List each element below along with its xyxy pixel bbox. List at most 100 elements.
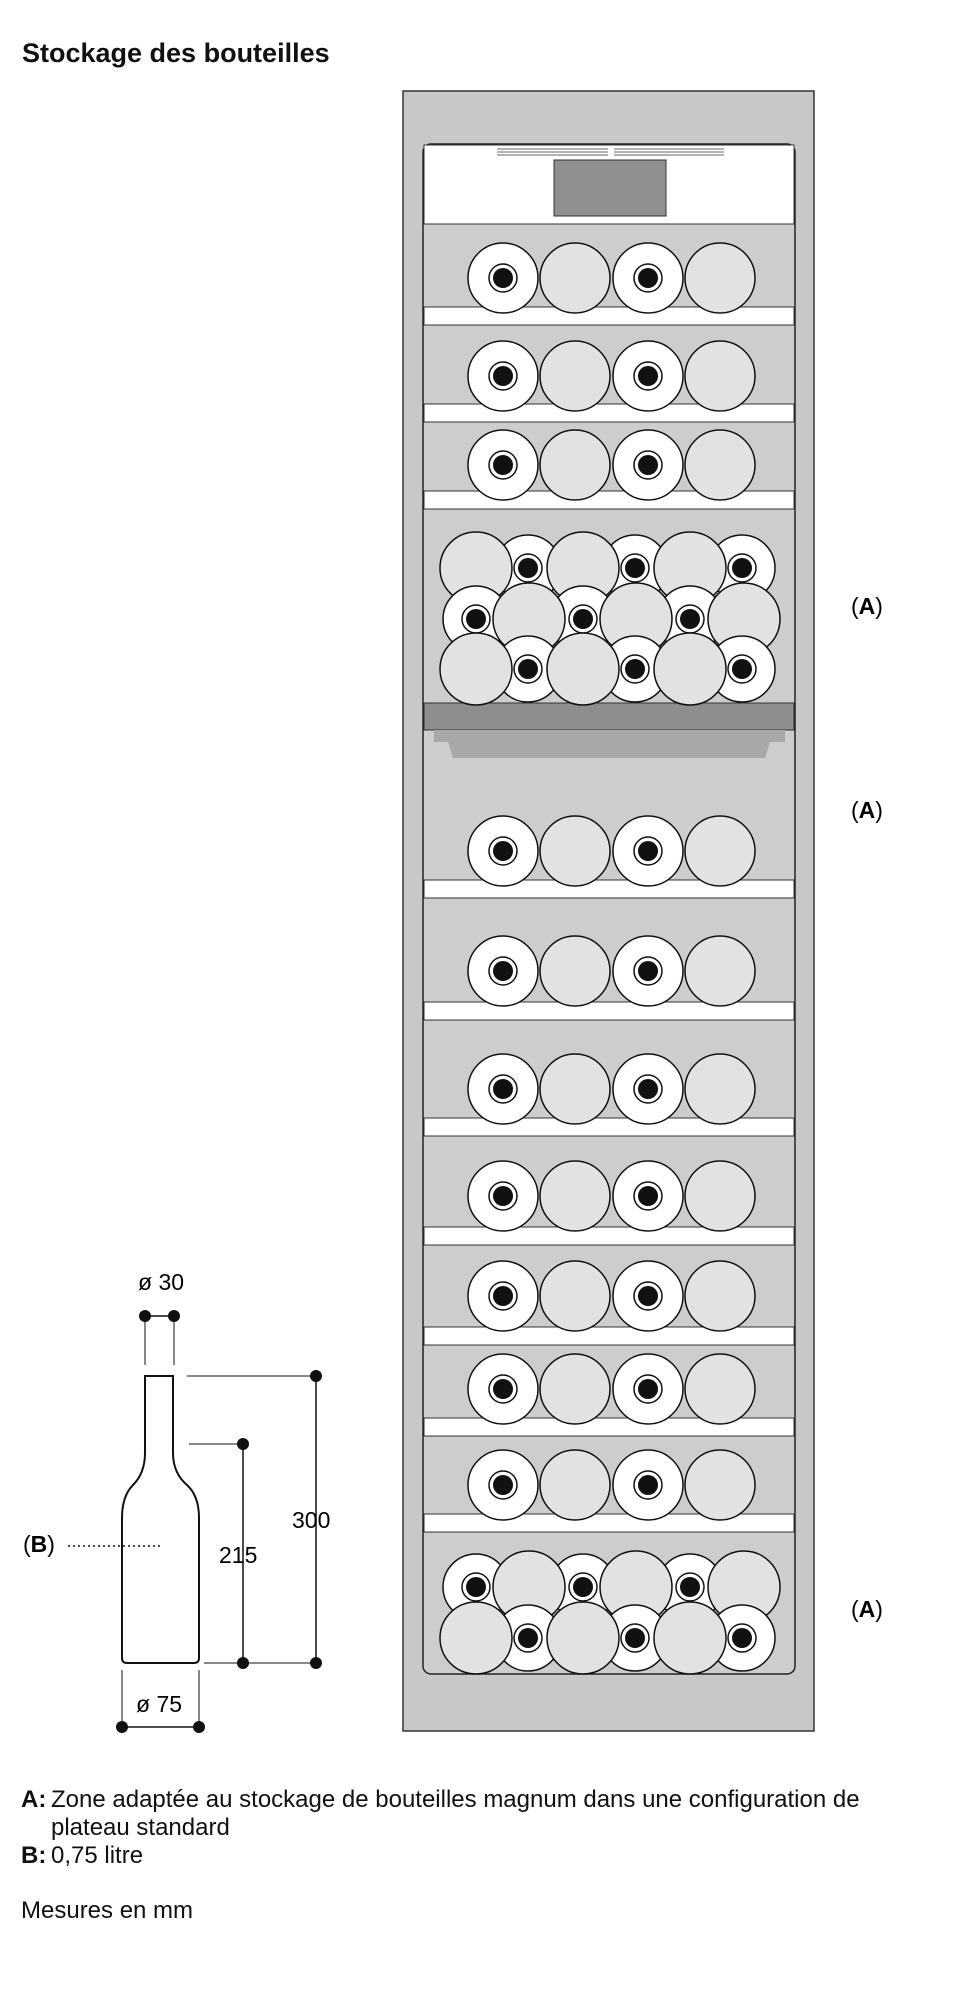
callout-a-label: A [859,1596,876,1622]
bottle-cork [638,1186,658,1206]
bottle-bottom-view [684,1053,756,1125]
bottle-bottom-view [546,1601,620,1675]
bottle-cork [638,1286,658,1306]
dimension-dot [168,1310,180,1322]
callout-b-label: B [31,1531,48,1557]
bottle-cork [573,1577,593,1597]
bottle-top-view [467,1353,539,1425]
shelf-rail [423,879,795,899]
total-height-label: 300 [292,1507,330,1533]
display-screen [553,159,667,217]
bottle-top-view [612,935,684,1007]
vent-slots-icon [497,148,724,156]
shoulder-height-label: 215 [219,1542,257,1568]
bottle-cork [638,961,658,981]
bottle-bottom-view [539,340,611,412]
bottle-cork [493,1475,513,1495]
dimension-dot [237,1657,249,1669]
bottle-top-view [467,1449,539,1521]
bottle-top-view [549,1553,617,1621]
bottle-top-view [612,1449,684,1521]
magnum-divider-tray [423,702,795,731]
bottle-top-view [612,1260,684,1332]
dimension-dot [310,1370,322,1382]
bottle-bottom-view [439,632,513,706]
callout-b: (B) [23,1531,55,1557]
base-diameter-label: ø 75 [136,1691,182,1717]
callout-a-label: A [859,593,876,619]
bottle-top-view [494,534,562,602]
bottle-top-view [494,635,562,703]
bottle-bottom-view [684,340,756,412]
bottle-cork [638,268,658,288]
bottle-cork [625,659,645,679]
shelf-rail [423,1226,795,1246]
dimension-dot [193,1721,205,1733]
bottle-bottom-view [684,1353,756,1425]
wine-cabinet-diagram: (A) (A) (A) ø 30 300 215 ø 75 (B) [23,90,883,1733]
bottle-bottom-view [684,1449,756,1521]
bottle-cork [732,558,752,578]
bottle-top-view [612,429,684,501]
bottle-top-view [612,1053,684,1125]
bottle-bottom-view [684,815,756,887]
legend-item-a: A: Zone adaptée au stockage de bouteille… [21,1786,941,1842]
bottle-top-view [612,1353,684,1425]
bottle-cork [732,1628,752,1648]
bottle-top-view [467,1053,539,1125]
bottle-bottom-view [539,815,611,887]
bottle-bottom-view [684,429,756,501]
bottle-cork [466,1577,486,1597]
bottle-cork [493,1379,513,1399]
bottle-cork [466,609,486,629]
bottle-bottom-view [684,935,756,1007]
bottle-top-view [442,1553,510,1621]
svg-text:(A): (A) [851,593,883,619]
dimension-dot [139,1310,151,1322]
bottle-top-view [467,1160,539,1232]
bottle-cork [638,1475,658,1495]
shelf-rail [423,1417,795,1437]
bottle-bottom-view [539,1353,611,1425]
bottle-top-view [549,585,617,653]
neck-diameter-label: ø 30 [138,1269,184,1295]
legend-text: Zone adaptée au stockage de bouteilles m… [51,1786,860,1841]
bottle-top-view [467,815,539,887]
bottle-bottom-view [539,1053,611,1125]
bottle-top-view [467,242,539,314]
bottle-outline [121,1375,200,1664]
bottle-bottom-view [684,1260,756,1332]
bottle-cork [573,609,593,629]
bottle-bottom-view [439,1601,513,1675]
bottle-cork [680,1577,700,1597]
bottle-cork [638,1379,658,1399]
bottle-top-view [612,242,684,314]
dimension-dot [310,1657,322,1669]
callout-a-label: A [859,797,876,823]
bottle-bottom-view [539,242,611,314]
bottle-bottom-view [653,632,727,706]
shelf-rail [423,403,795,423]
shelf-rail [423,306,795,326]
shelf-rail [423,1001,795,1021]
svg-text:(A): (A) [851,1596,883,1622]
legend-item-b: B: 0,75 litre [21,1842,941,1870]
page-title: Stockage des bouteilles [22,38,330,68]
magnum-divider-lip [434,730,785,758]
bottle-top-view [467,340,539,412]
bottle-bottom-view [684,1160,756,1232]
callout-a-middle: (A) [851,797,883,823]
bottle-top-view [612,1160,684,1232]
bottle-cork [518,1628,538,1648]
bottle-cork [732,659,752,679]
legend-text: 0,75 litre [51,1842,144,1869]
legend-key: A: [21,1786,47,1813]
bottle-cork [638,455,658,475]
bottle-cork [638,841,658,861]
bottle-cork [638,1079,658,1099]
bottle-bottom-view [539,429,611,501]
bottle-top-view [467,1260,539,1332]
bottle-cork [493,841,513,861]
bottle-bottom-view [684,242,756,314]
legend-key: B: [21,1842,47,1869]
